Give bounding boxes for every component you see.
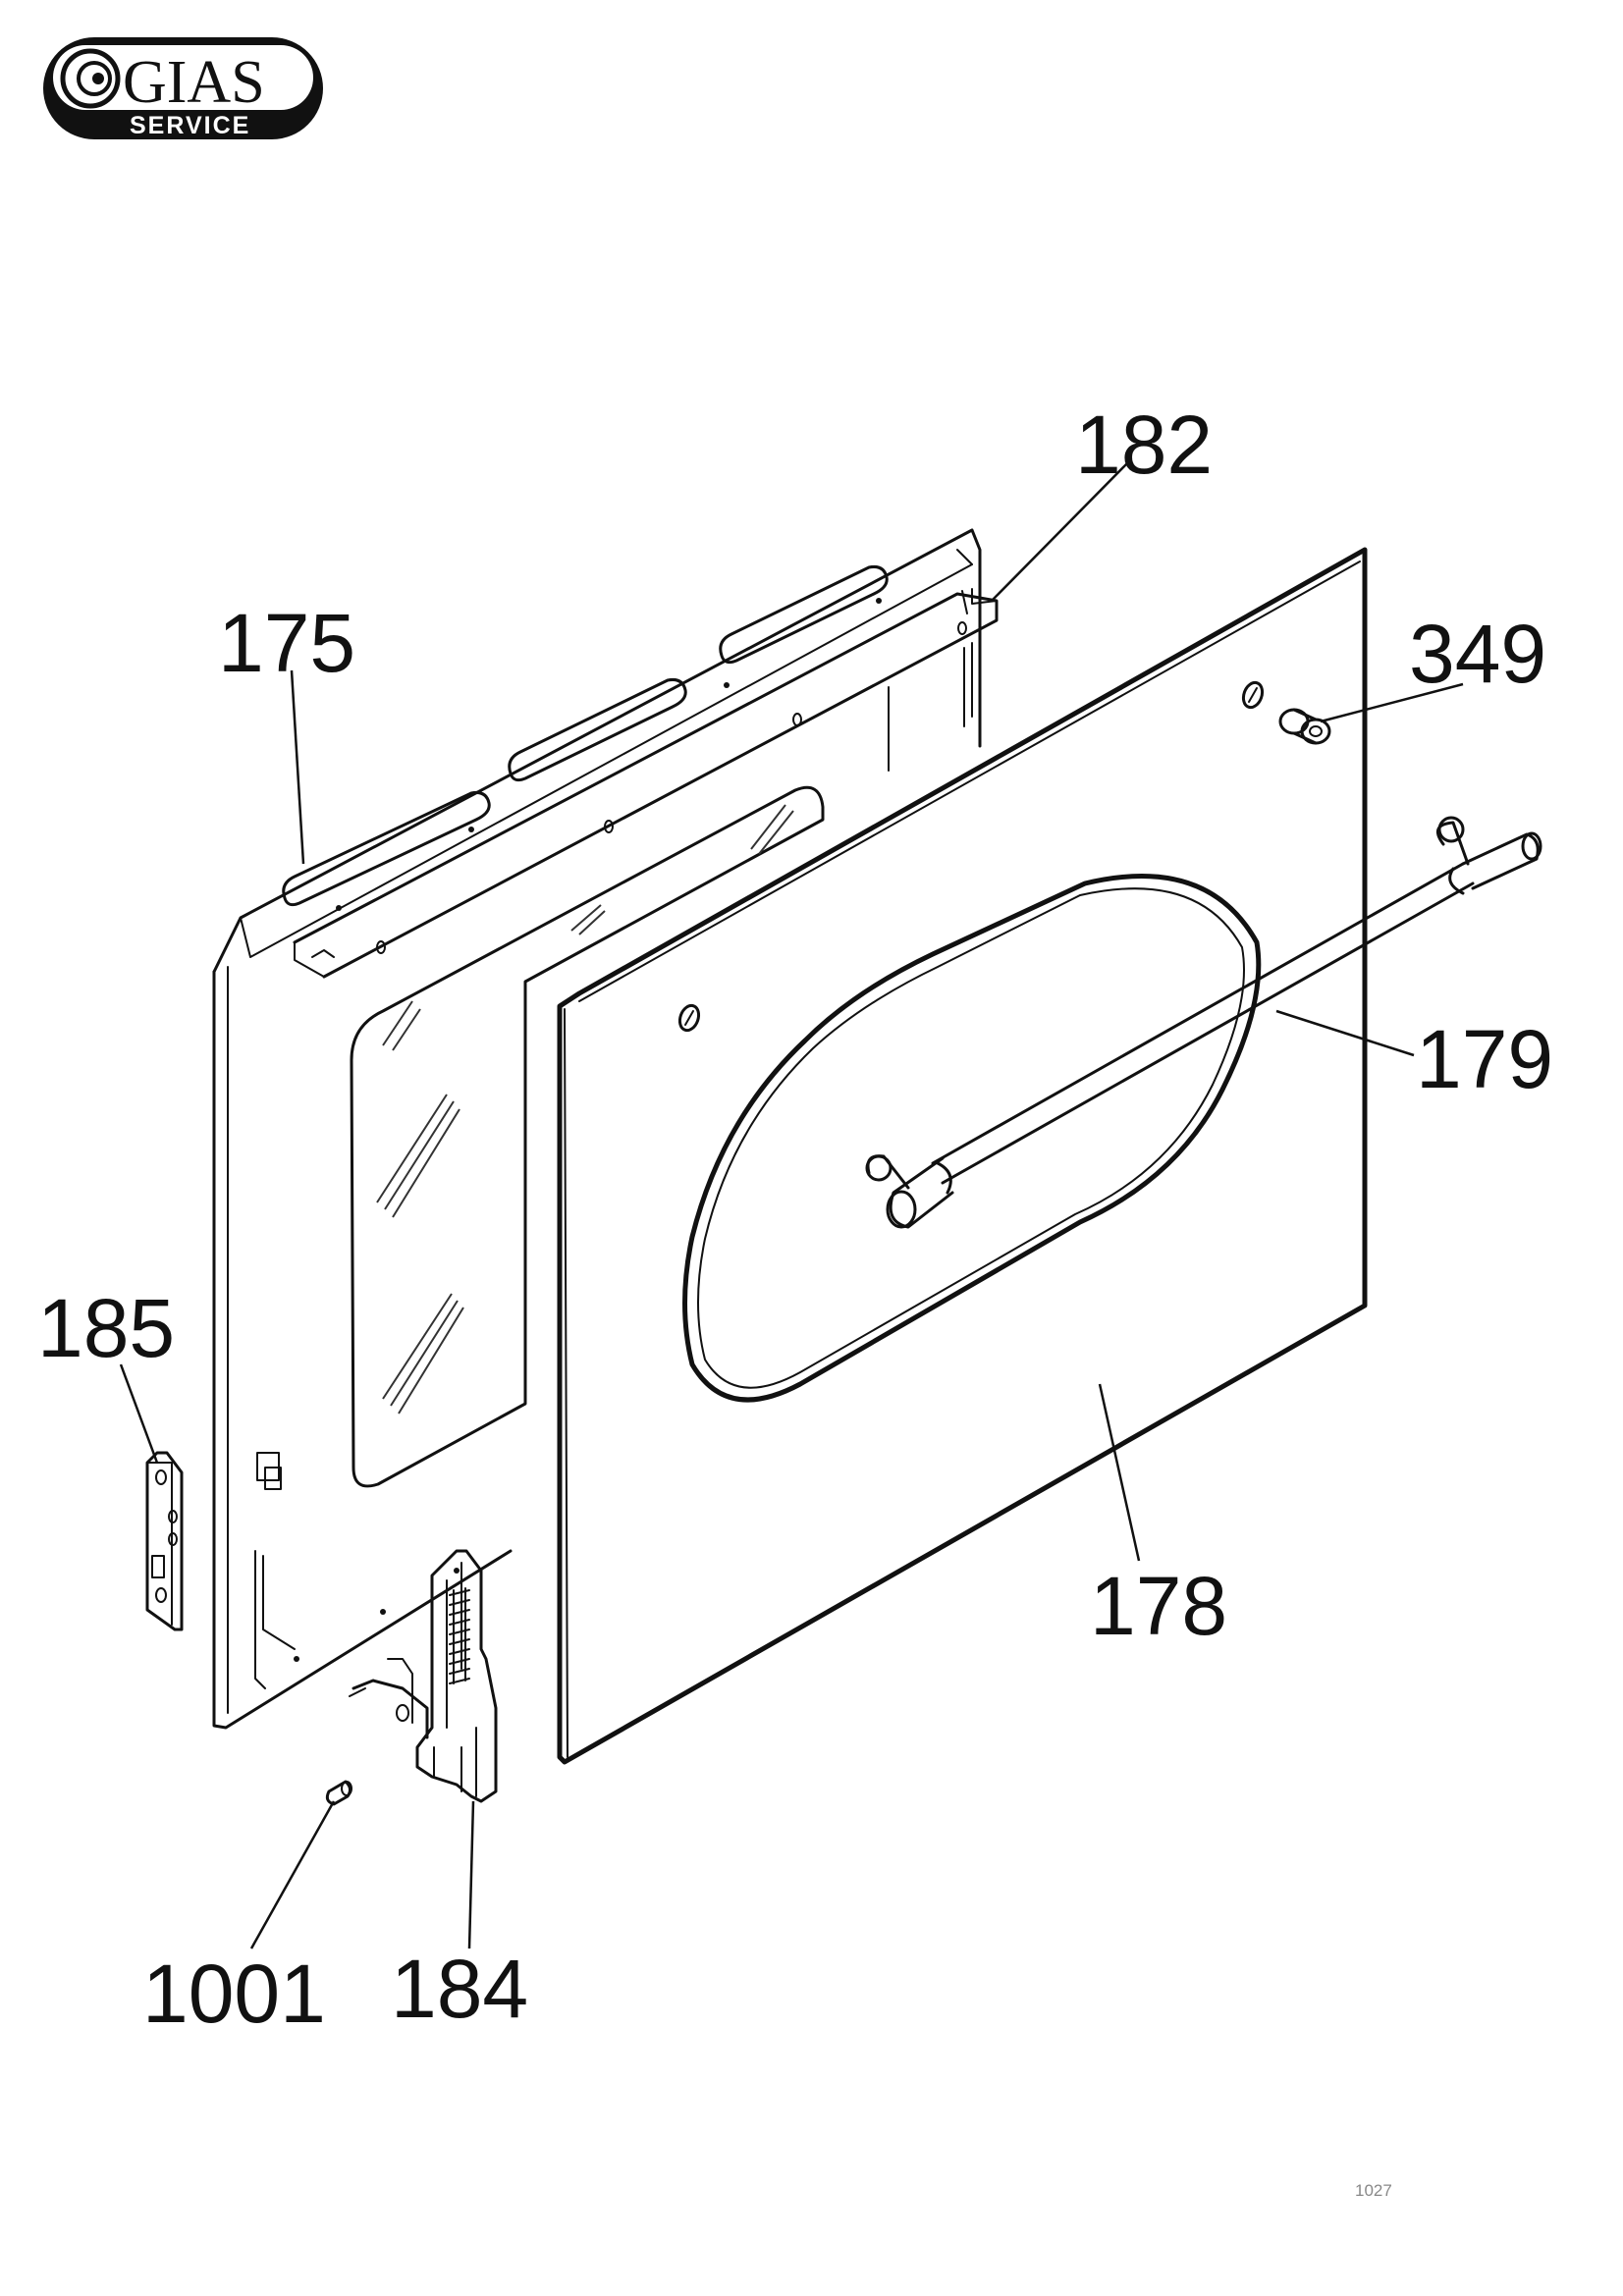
callout-185: 185 <box>37 1282 175 1374</box>
callout-179: 179 <box>1416 1013 1553 1105</box>
door-handle <box>865 816 1542 1229</box>
callout-178: 178 <box>1090 1560 1227 1652</box>
leader-line-184 <box>467 1800 475 1949</box>
vent-slot <box>508 678 687 782</box>
leader-line-178 <box>1098 1383 1141 1562</box>
door-striker <box>145 1451 184 1631</box>
callout-175: 175 <box>218 597 355 689</box>
hinge-pin <box>325 1780 352 1806</box>
page-number: 1027 <box>1355 2181 1392 2200</box>
oval-window <box>682 874 1262 1403</box>
leader-line-1001 <box>249 1800 336 1949</box>
callout-182: 182 <box>1075 399 1213 491</box>
logo-brand-text: GIAS <box>123 49 265 116</box>
leader-line-182 <box>991 460 1130 602</box>
vent-slot <box>282 791 491 907</box>
top-support-rail <box>293 588 999 979</box>
logo-swirl-icon <box>60 48 121 109</box>
bush-part <box>1278 708 1331 745</box>
inner-glass-window <box>350 785 825 1488</box>
leader-line-349 <box>1320 682 1464 723</box>
leader-line-179 <box>1275 1009 1415 1057</box>
gias-service-logo: GIAS SERVICE <box>43 37 323 139</box>
outer-door-glass <box>557 547 1368 1765</box>
inner-door-panel <box>212 528 999 1730</box>
vent-slot <box>719 565 889 665</box>
callout-1001: 1001 <box>142 1948 326 2040</box>
logo-sub-text: SERVICE <box>130 112 250 139</box>
door-hinge <box>349 1549 498 1803</box>
callout-184: 184 <box>391 1943 528 2035</box>
leader-line-175 <box>290 669 305 865</box>
leader-line-185 <box>119 1363 159 1464</box>
callout-349: 349 <box>1409 608 1546 700</box>
